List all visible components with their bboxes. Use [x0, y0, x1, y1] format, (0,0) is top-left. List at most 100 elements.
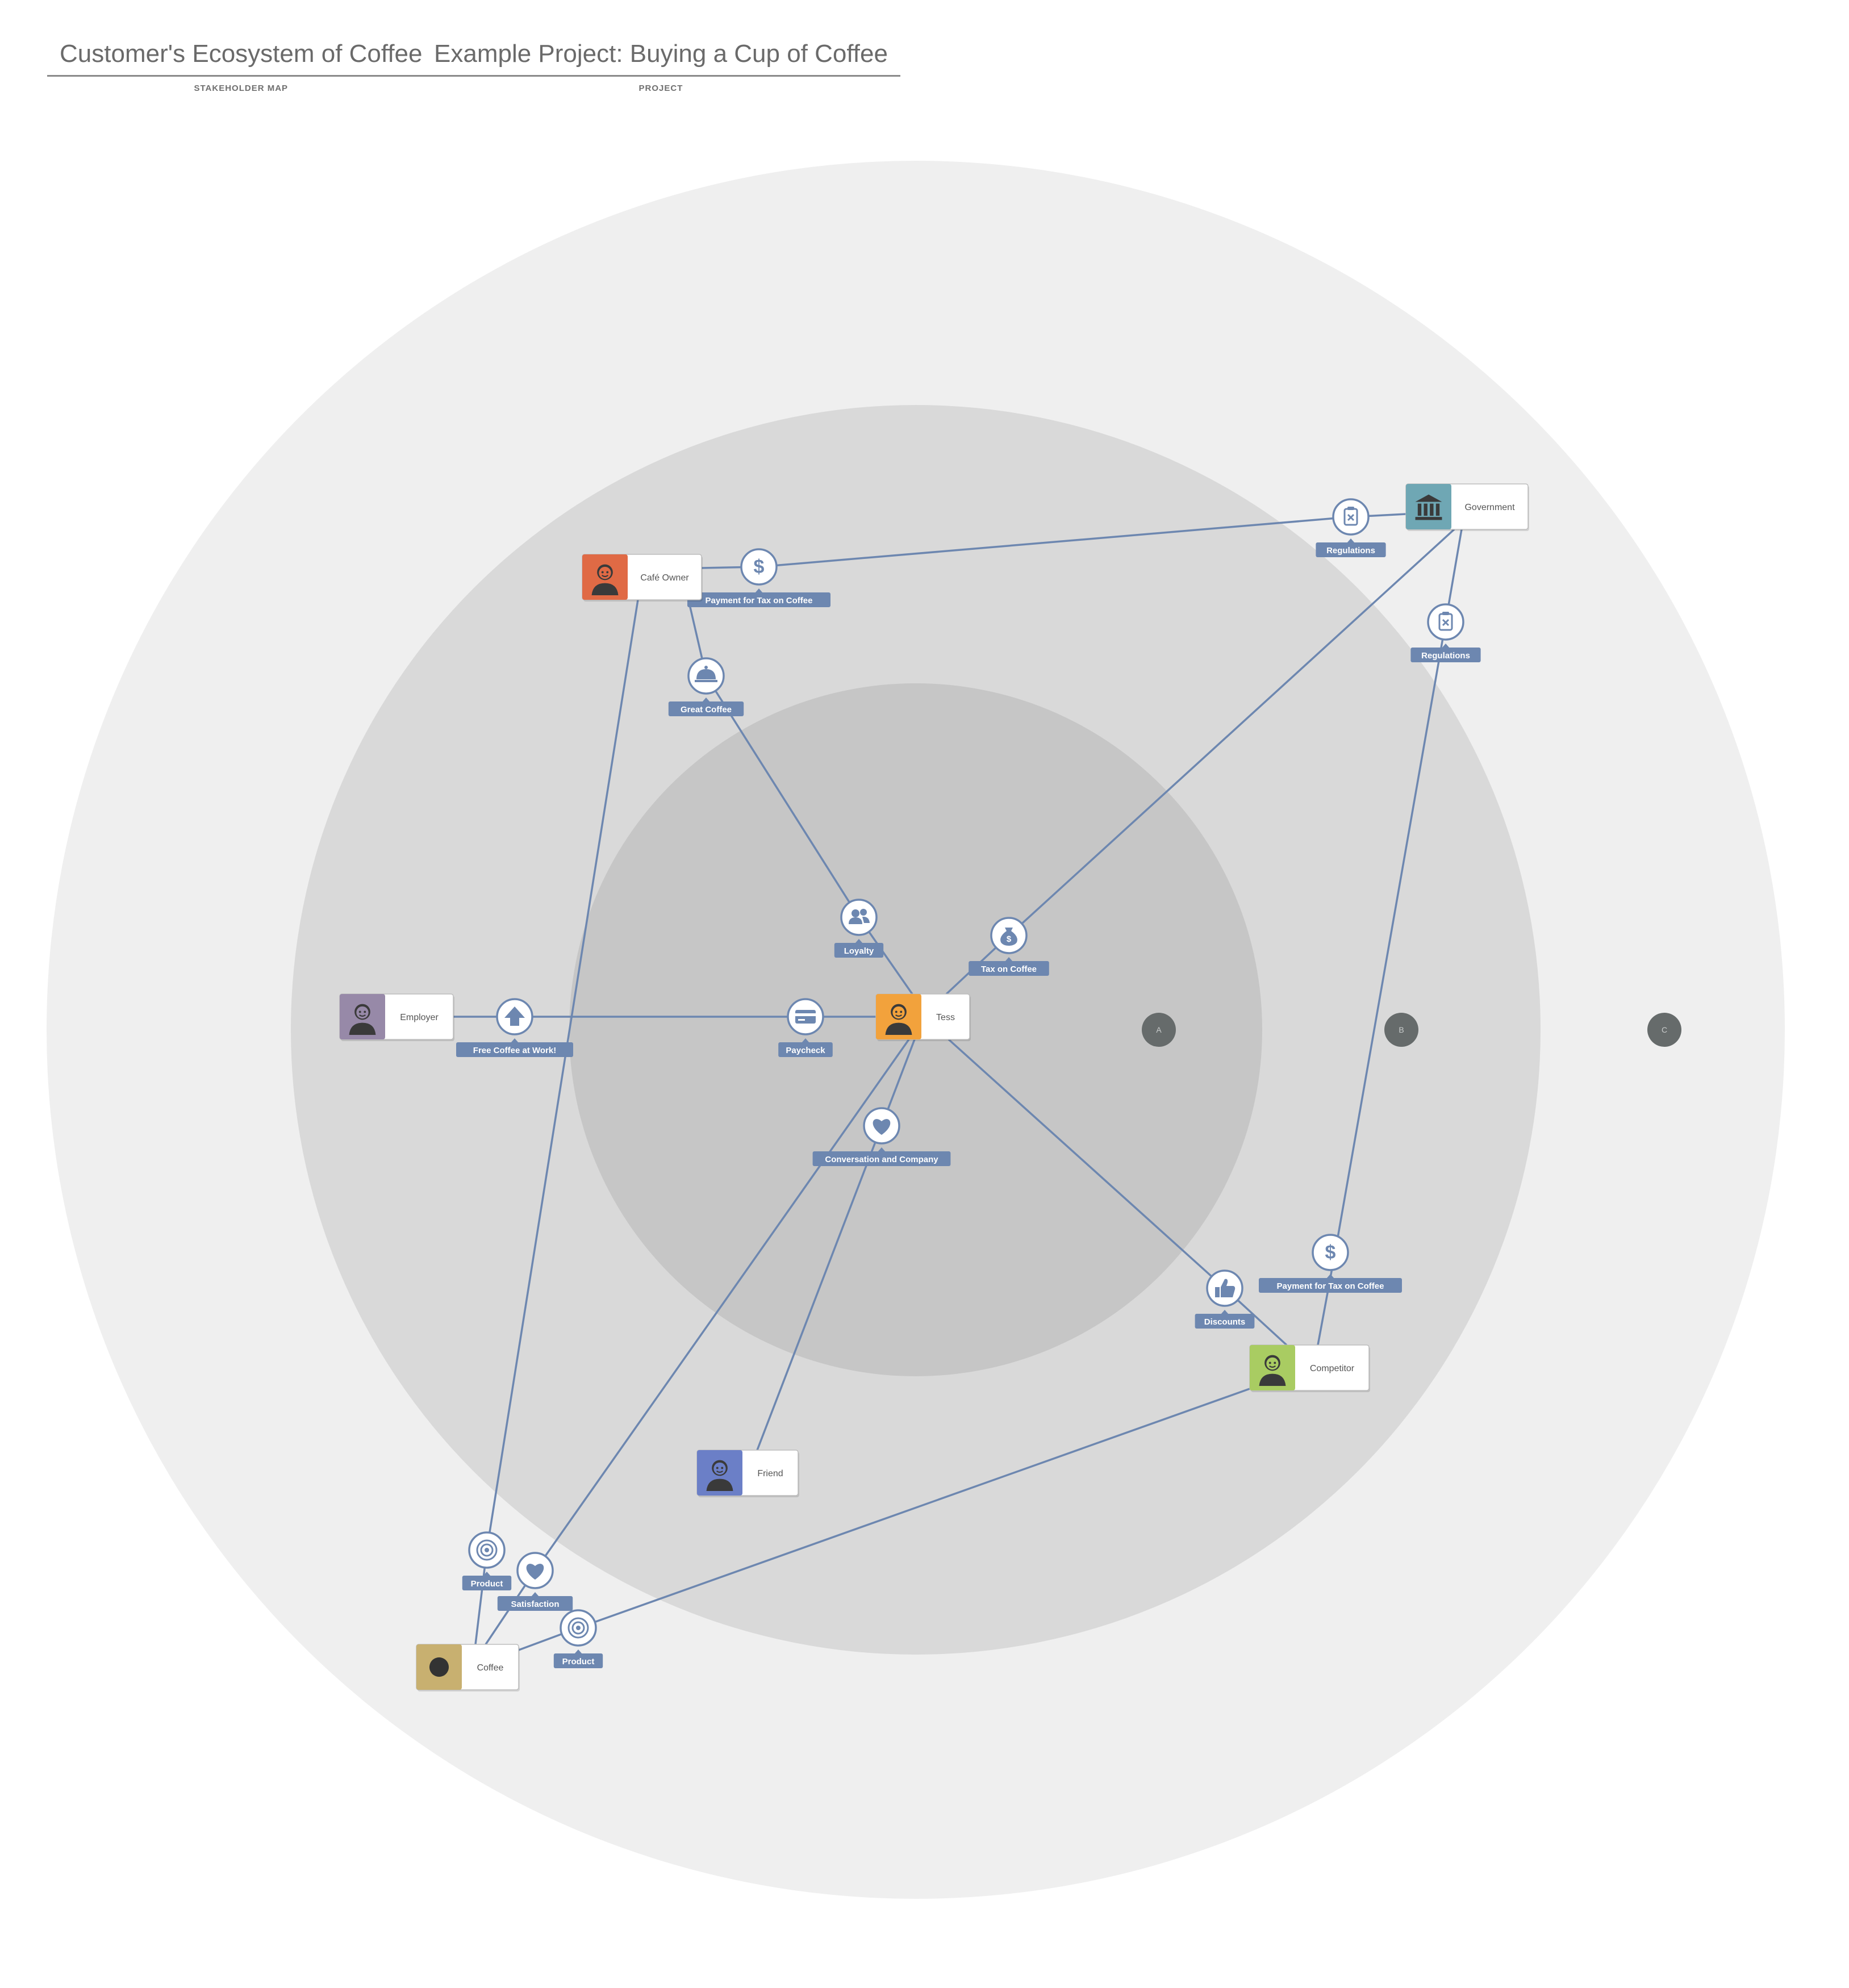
badge-notch: [702, 698, 710, 702]
arrow-up-icon: [496, 998, 533, 1035]
relationship-label: Paycheck: [786, 1046, 825, 1055]
relationship-label: Great Coffee: [681, 705, 732, 715]
stakeholder-name: Employer: [400, 1013, 439, 1022]
stakeholder-competitor[interactable]: Competitor: [1249, 1344, 1370, 1392]
heart-icon: [516, 1552, 554, 1589]
relationship-badge: [497, 1596, 573, 1611]
relationship[interactable]: Product: [462, 1531, 512, 1590]
relationship[interactable]: $ Payment for Tax on Coffee: [687, 548, 830, 607]
relationship-badge: [687, 592, 830, 607]
relationship-badge: [778, 1042, 833, 1057]
relationship-badge: [1316, 542, 1386, 557]
stakeholder-name: Friend: [757, 1469, 783, 1479]
relationship-label: Regulations: [1421, 651, 1470, 661]
map-subtitle: STAKEHOLDER MAP: [194, 83, 289, 93]
relationship[interactable]: Discounts: [1195, 1269, 1255, 1329]
badge-notch: [755, 588, 763, 593]
ring-marker-a[interactable]: A: [1142, 1013, 1176, 1047]
relationship[interactable]: $ Tax on Coffee: [969, 917, 1049, 976]
clipboard-icon: [1332, 498, 1370, 536]
stakeholder-avatar: [340, 994, 385, 1039]
ring-marker-c[interactable]: C: [1647, 1013, 1681, 1047]
relationship[interactable]: Paycheck: [778, 998, 833, 1057]
connection-line: [701, 513, 1406, 569]
relationship-label: Loyalty: [844, 946, 874, 956]
cloche-icon: [687, 657, 725, 695]
stakeholder-avatar: [1250, 1345, 1295, 1390]
relationship-badge: [969, 961, 1049, 976]
badge-notch: [1347, 538, 1355, 543]
dollar-icon: $: [1312, 1234, 1349, 1271]
stakeholder-name: Competitor: [1310, 1364, 1355, 1373]
relationship-label: Free Coffee at Work!: [473, 1046, 556, 1055]
credit-card-icon: [787, 998, 824, 1035]
ring-label: A: [1156, 1025, 1162, 1034]
stakeholder-avatar: [876, 994, 921, 1039]
relationship-badge: [834, 943, 884, 958]
relationship[interactable]: $Payment for Tax on Coffee: [1259, 1234, 1402, 1293]
money-bag-icon: $: [990, 917, 1028, 954]
target-icon: [560, 1609, 597, 1647]
project-title[interactable]: Example Project: Buying a Cup of Coffee: [421, 40, 900, 77]
badge-notch: [531, 1592, 539, 1597]
relationship-label: Payment for Tax on Coffee: [706, 596, 813, 605]
stakeholder-name: Government: [1464, 503, 1515, 512]
target-icon: [468, 1531, 506, 1569]
users-icon: [840, 899, 878, 936]
badge-notch: [483, 1572, 491, 1576]
stakeholder-name: Café Owner: [640, 573, 689, 583]
relationship-badge: [1195, 1314, 1255, 1329]
project-header: Example Project: Buying a Cup of Coffee …: [421, 40, 900, 93]
stakeholder-avatar: [582, 554, 628, 600]
relationship[interactable]: Conversation and Company: [812, 1107, 951, 1166]
relationship[interactable]: Great Coffee: [668, 657, 744, 716]
heart-icon: [863, 1107, 900, 1145]
stakeholder-gov[interactable]: Government: [1405, 483, 1529, 531]
relationship-badge: [1410, 648, 1481, 662]
relationship-label: Tax on Coffee: [981, 964, 1037, 974]
badge-notch: [855, 939, 863, 943]
stakeholder-tess[interactable]: Tess: [875, 993, 971, 1041]
badge-notch: [1326, 1274, 1334, 1279]
relationship[interactable]: Regulations: [1316, 498, 1386, 557]
connection-line: [1317, 529, 1463, 1346]
relationship-label: Satisfaction: [511, 1599, 559, 1609]
svg-text:$: $: [1325, 1242, 1336, 1263]
dollar-icon: $: [740, 548, 778, 586]
relationship[interactable]: Satisfaction: [497, 1552, 573, 1611]
thumbs-up-icon: [1206, 1269, 1243, 1307]
stakeholder-employer[interactable]: Employer: [339, 993, 454, 1041]
stakeholder-avatar: [1406, 484, 1451, 529]
relationship[interactable]: Regulations: [1410, 603, 1481, 662]
relationships-layer: $Payment for Tax on CoffeeRegulationsReg…: [456, 498, 1481, 1668]
badge-notch: [1221, 1310, 1229, 1314]
relationship-label: Product: [562, 1657, 595, 1667]
relationship[interactable]: Product: [553, 1609, 603, 1668]
relationship[interactable]: Free Coffee at Work!: [456, 998, 573, 1057]
badge-notch: [574, 1649, 582, 1654]
relationship-label: Regulations: [1326, 546, 1375, 556]
svg-text:$: $: [1007, 934, 1012, 944]
stakeholder-friend[interactable]: Friend: [696, 1450, 799, 1497]
connection-line: [687, 599, 913, 995]
stakeholder-name: Coffee: [477, 1663, 504, 1673]
relationship-label: Discounts: [1204, 1317, 1246, 1327]
ring-label: B: [1399, 1025, 1404, 1034]
badge-notch: [1005, 957, 1013, 962]
ring-label: C: [1662, 1025, 1667, 1034]
relationship-badge: [553, 1653, 603, 1668]
stakeholder-cafe[interactable]: Café Owner: [582, 554, 703, 602]
relationship-badge: [462, 1576, 512, 1590]
relationship-badge: [1259, 1278, 1402, 1293]
coffee-bean-icon: [429, 1657, 449, 1677]
map-header: Customer's Ecosystem of Coffee STAKEHOLD…: [47, 40, 435, 93]
stakeholder-name: Tess: [936, 1013, 955, 1022]
map-title[interactable]: Customer's Ecosystem of Coffee: [47, 40, 435, 77]
stakeholder-coffee[interactable]: Coffee: [416, 1644, 520, 1692]
relationship[interactable]: Loyalty: [834, 899, 884, 958]
badge-notch: [511, 1038, 519, 1043]
clipboard-icon: [1427, 603, 1464, 641]
ring-marker-b[interactable]: B: [1384, 1013, 1418, 1047]
relationship-label: Conversation and Company: [825, 1155, 938, 1164]
